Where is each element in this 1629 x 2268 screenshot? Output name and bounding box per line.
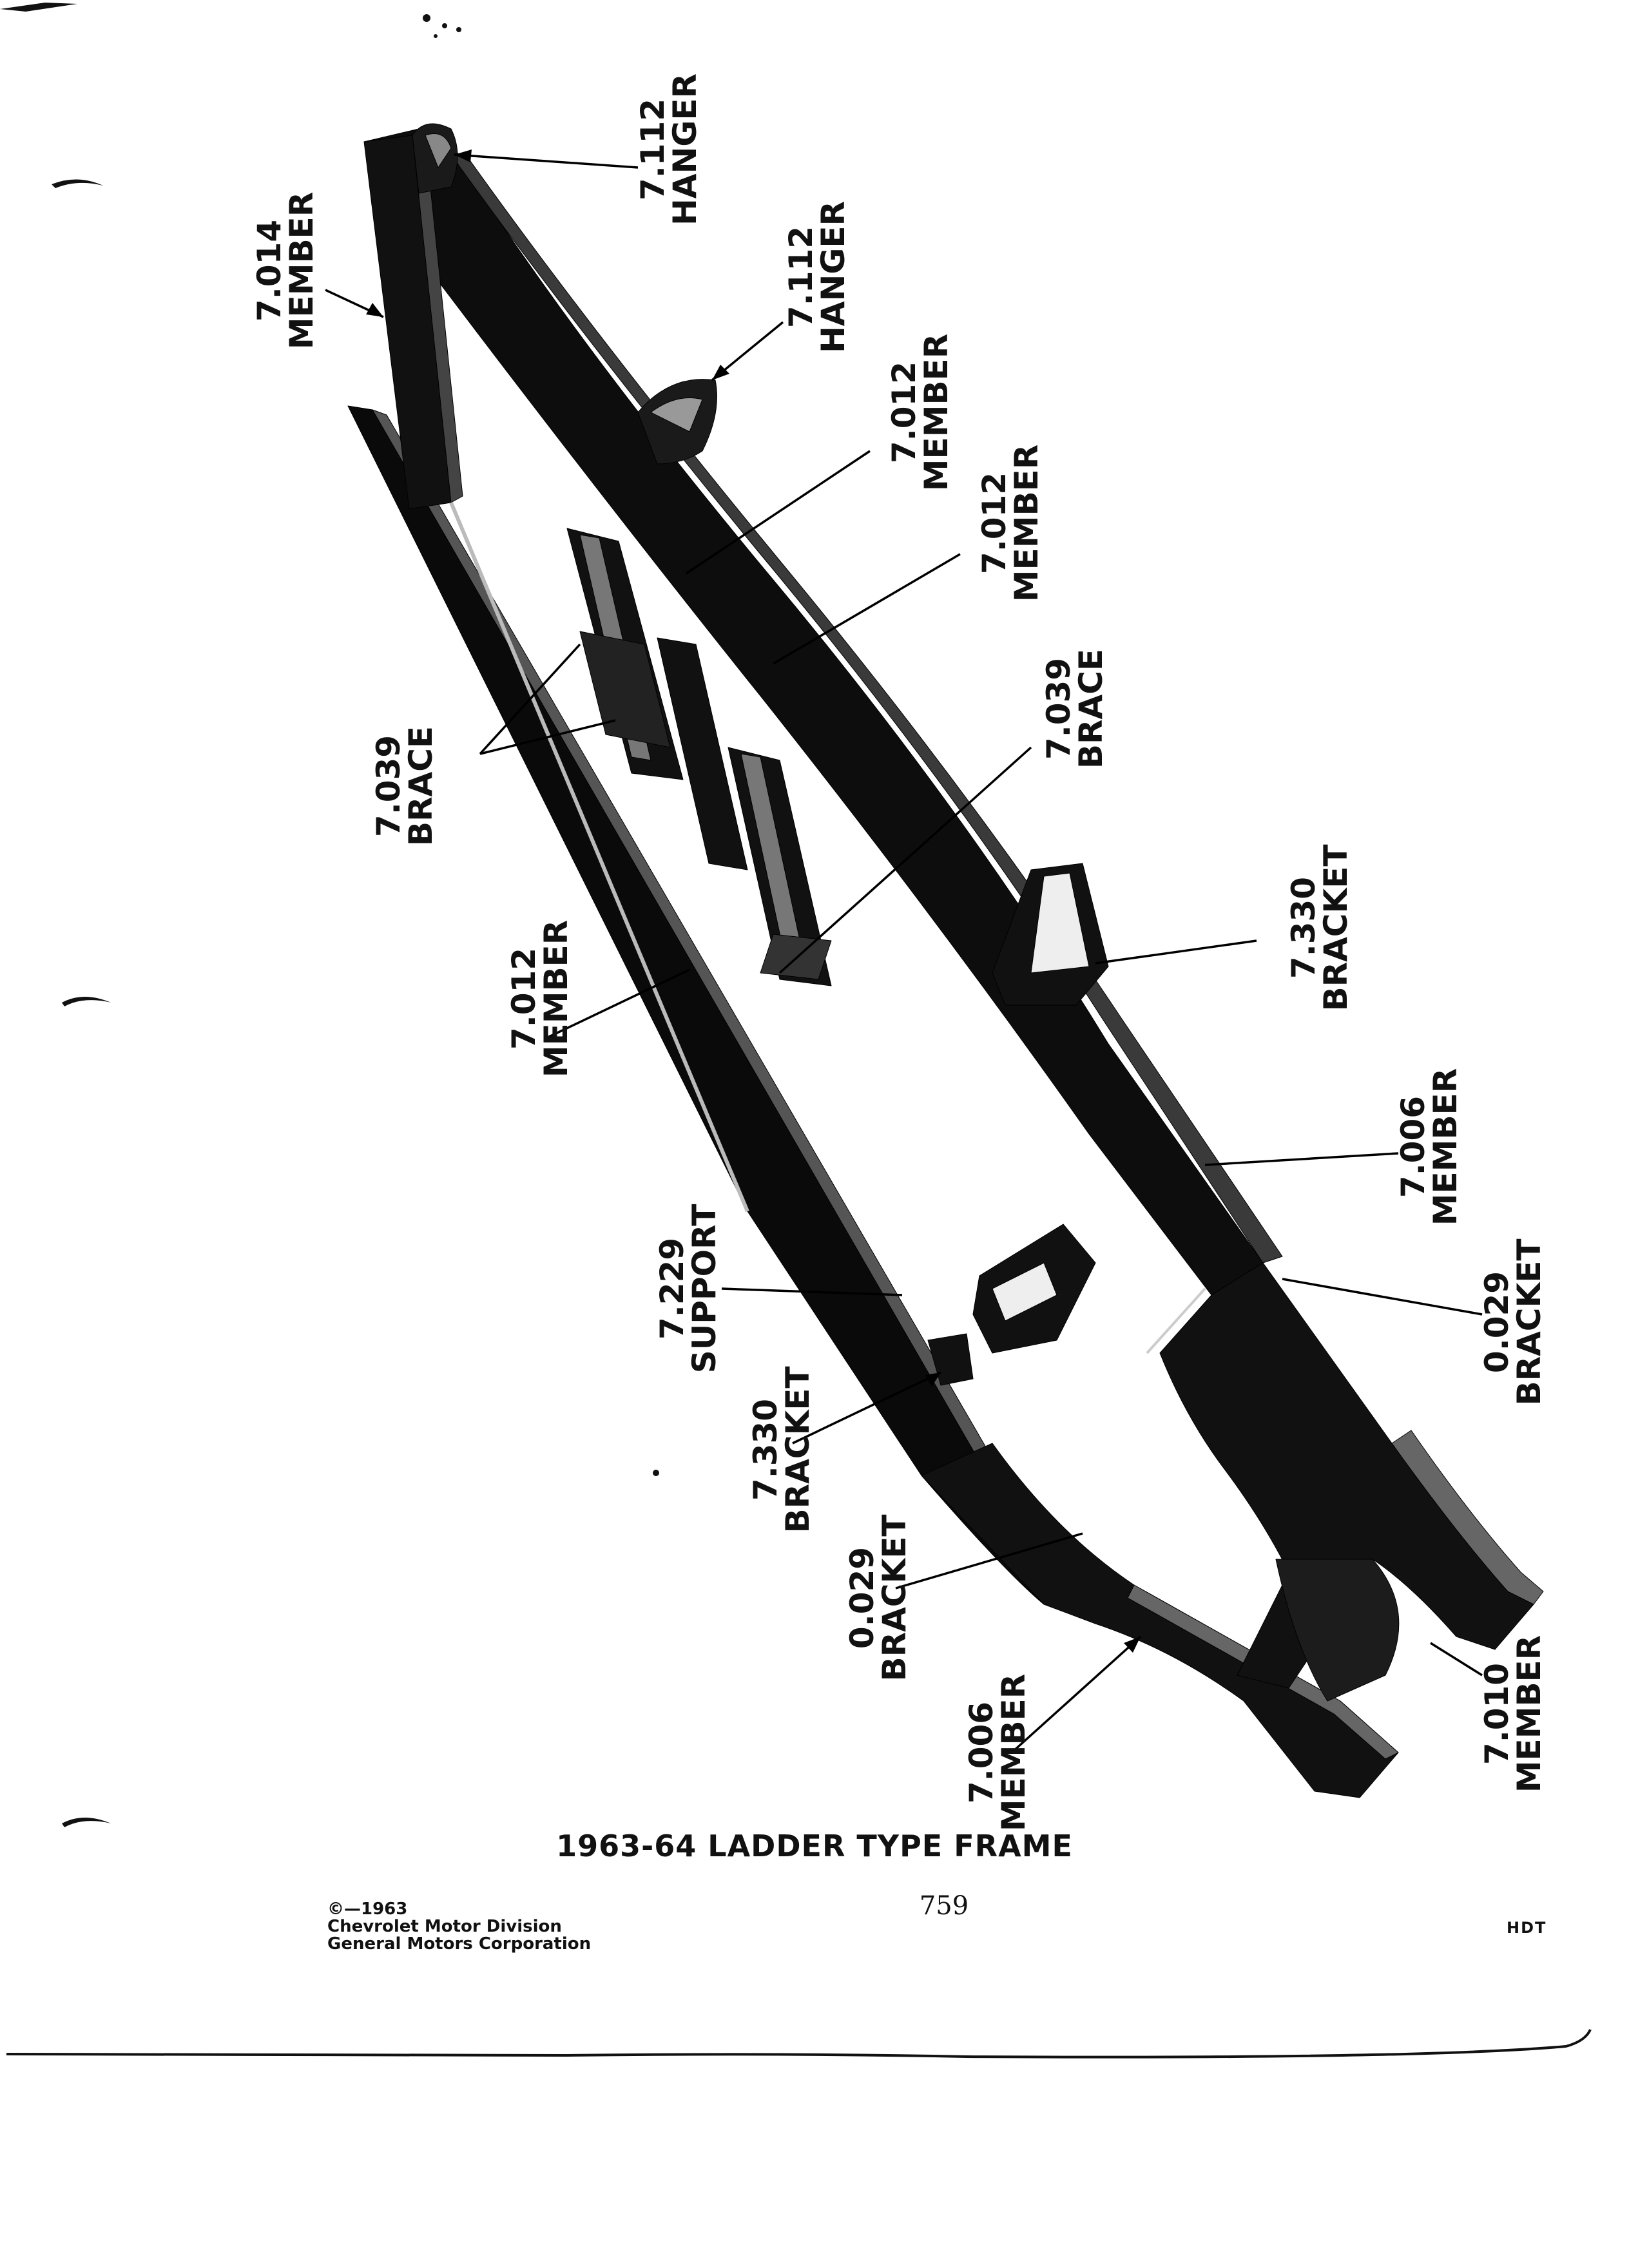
brace-1 (579, 631, 671, 748)
label-member-rail-left-number: 7.006 (963, 1702, 1000, 1803)
rear-cross-member (1275, 1559, 1400, 1702)
callout-labels: 7.112 HANGER 7.112 HANGER 7.014 MEMBER 7… (251, 73, 1548, 1831)
label-member-rear-number: 7.010 (1478, 1663, 1516, 1765)
label-hanger-mid-number: 7.112 (782, 226, 820, 328)
label-member-front: 7.014 MEMBER (251, 192, 320, 349)
frame-illustration (347, 123, 1544, 1798)
label-bracket-left-number: 7.330 (747, 1399, 784, 1501)
left-rail-rear (921, 1443, 1399, 1798)
label-brace-right-name: BRACE (1072, 649, 1110, 769)
label-member-front-name: MEMBER (283, 192, 320, 349)
label-member-rail-left-name: MEMBER (995, 1674, 1032, 1831)
label-member-cross-3-number: 7.012 (505, 948, 543, 1050)
label-member-cross-2-number: 7.012 (976, 472, 1013, 574)
label-member-rail-right-number: 7.006 (1394, 1096, 1432, 1198)
label-member-cross-2-name: MEMBER (1008, 445, 1045, 602)
copyright-block: ©—1963 Chevrolet Motor Division General … (327, 1901, 591, 1953)
copyright-division: Chevrolet Motor Division (327, 1917, 562, 1936)
cross-member-2 (657, 637, 748, 870)
label-member-cross-1-number: 7.012 (885, 361, 923, 463)
label-support-number: 7.229 (653, 1238, 691, 1340)
label-bracket-right-number: 7.330 (1285, 877, 1322, 979)
document-code: HDT (1507, 1919, 1547, 1937)
label-bracket-left-2: 0.029 BRACKET (843, 1514, 913, 1681)
label-hanger-top-name: HANGER (666, 73, 704, 226)
scan-marks (0, 3, 659, 1827)
label-bracket-right-2-number: 0.029 (1478, 1271, 1516, 1373)
copyright-year: ©—1963 (327, 1899, 408, 1919)
brace-2 (760, 934, 832, 980)
label-bracket-right-2-name: BRACKET (1510, 1238, 1548, 1405)
label-support: 7.229 SUPPORT (653, 1204, 723, 1374)
label-bracket-left-name: BRACKET (779, 1366, 816, 1533)
label-support-name: SUPPORT (686, 1204, 723, 1374)
label-bracket-left-2-number: 0.029 (843, 1547, 881, 1649)
label-bracket-left-2-name: BRACKET (876, 1514, 913, 1681)
label-member-rail-right-name: MEMBER (1427, 1068, 1464, 1225)
label-member-cross-3: 7.012 MEMBER (505, 920, 575, 1077)
copyright-corporation: General Motors Corporation (327, 1934, 592, 1954)
label-bracket-right-2: 0.029 BRACKET (1478, 1238, 1548, 1405)
figure-caption: 1963-64 LADDER TYPE FRAME (556, 1829, 1073, 1863)
label-member-rear: 7.010 MEMBER (1478, 1635, 1548, 1792)
page-number: 759 (919, 1891, 969, 1921)
label-member-rail-right: 7.006 MEMBER (1394, 1068, 1464, 1225)
label-member-cross-2: 7.012 MEMBER (976, 445, 1045, 602)
label-hanger-top: 7.112 HANGER (634, 73, 704, 226)
label-hanger-mid: 7.112 HANGER (782, 201, 852, 353)
label-member-rail-left: 7.006 MEMBER (963, 1674, 1032, 1831)
label-bracket-left: 7.330 BRACKET (747, 1366, 816, 1533)
label-brace-right: 7.039 BRACE (1040, 649, 1110, 769)
label-member-cross-1: 7.012 MEMBER (885, 334, 955, 491)
leader-arrowheads (366, 149, 1141, 1653)
label-member-cross-3-name: MEMBER (537, 920, 575, 1077)
label-hanger-top-number: 7.112 (634, 99, 671, 200)
label-brace-left-number: 7.039 (370, 735, 407, 837)
page-rule (6, 2029, 1592, 2059)
label-brace-left: 7.039 BRACE (370, 726, 439, 846)
label-brace-left-name: BRACE (402, 726, 439, 846)
label-member-front-number: 7.014 (251, 220, 288, 322)
label-bracket-right-name: BRACKET (1317, 844, 1354, 1011)
label-member-rear-name: MEMBER (1510, 1635, 1548, 1792)
label-hanger-mid-name: HANGER (815, 201, 852, 353)
leader-lines (325, 153, 1483, 1754)
label-bracket-right: 7.330 BRACKET (1285, 844, 1354, 1011)
label-brace-right-number: 7.039 (1040, 658, 1077, 760)
label-member-cross-1-name: MEMBER (918, 334, 955, 491)
